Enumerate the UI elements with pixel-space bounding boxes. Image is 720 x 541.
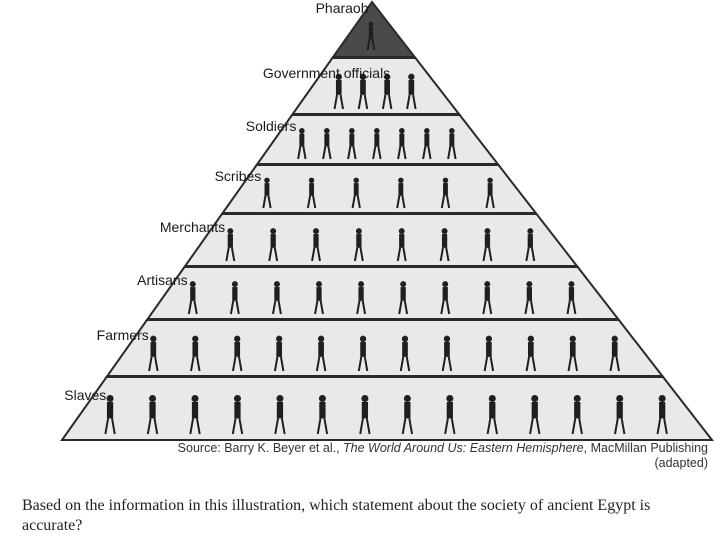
- figure-icon: [189, 394, 201, 435]
- figure-icon: [272, 281, 282, 315]
- figure-icon: [567, 335, 579, 372]
- figure-icon: [614, 394, 626, 435]
- figure-icon: [231, 394, 244, 435]
- figure-icon: [406, 73, 417, 110]
- tier-label-slaves: Slaves: [64, 386, 107, 403]
- figure-icon: [316, 394, 329, 435]
- figure-icon: [268, 228, 279, 262]
- tier-label-government-officials: Government officials: [262, 64, 391, 81]
- figure-icon: [440, 281, 451, 315]
- tier-band-merchants: [182, 213, 580, 268]
- figure-icon: [372, 127, 382, 160]
- source-suffix: , MacMillan Publishing: [583, 441, 708, 455]
- figure-icon: [306, 177, 317, 209]
- tier-label-farmers: Farmers: [96, 326, 149, 343]
- figure-icon: [315, 335, 327, 372]
- figure-icon: [524, 281, 535, 315]
- figure-icon: [440, 177, 451, 209]
- figure-icon: [529, 394, 541, 435]
- figure-icon: [146, 394, 159, 435]
- figure-icon: [482, 281, 493, 315]
- figure-icon: [525, 228, 536, 262]
- figure-icon: [399, 335, 411, 372]
- tier-band-farmers: [104, 319, 666, 378]
- figure-icon: [441, 335, 453, 372]
- figure-icon: [322, 127, 332, 160]
- figure-icon: [311, 228, 321, 262]
- source-title: The World Around Us: Eastern Hemisphere: [343, 441, 584, 455]
- figure-icon: [401, 394, 414, 435]
- tier-label-artisans: Artisans: [137, 271, 188, 288]
- figure-icon: [347, 127, 357, 160]
- figure-icon: [485, 177, 495, 209]
- figure-icon: [656, 394, 668, 435]
- figure-icon: [356, 281, 367, 315]
- figure-icon: [273, 335, 285, 372]
- tier-label-scribes: Scribes: [214, 167, 262, 184]
- figure-icon: [187, 281, 198, 315]
- figure-icon: [486, 394, 498, 435]
- figure-icon: [398, 281, 409, 315]
- figure-icon: [571, 394, 583, 435]
- figure-icon: [422, 127, 432, 160]
- figure-icon: [483, 335, 495, 372]
- figure-icon: [525, 335, 537, 372]
- source-prefix: Source: Barry K. Beyer et al.,: [177, 441, 344, 455]
- figure-icon: [482, 228, 493, 262]
- figure-icon: [396, 177, 406, 209]
- figure-icon: [444, 394, 456, 435]
- figure-icon: [381, 73, 393, 110]
- figure-icon: [148, 335, 159, 372]
- tier-band-slaves: [60, 376, 715, 441]
- figure-icon: [447, 127, 457, 160]
- figure-icon: [353, 228, 364, 262]
- figure-icon: [359, 394, 371, 435]
- tier-band-artisans: [144, 266, 621, 321]
- tier-label-merchants: Merchants: [159, 218, 226, 235]
- pyramid-tiers: [60, 0, 715, 441]
- figure-icon: [297, 127, 307, 160]
- figure-icon: [566, 281, 577, 315]
- figure-icon: [274, 394, 286, 435]
- tier-label-pharaoh: Pharaoh: [315, 0, 369, 16]
- figure-icon: [104, 394, 116, 435]
- figure-icon: [333, 73, 345, 110]
- figure-icon: [229, 281, 240, 315]
- figure-icon: [225, 228, 236, 262]
- tier-label-soldiers: Soldiers: [245, 118, 297, 134]
- question-text: Based on the information in this illustr…: [22, 497, 651, 534]
- figure-icon: [366, 22, 376, 51]
- source-citation: Source: Barry K. Beyer et al., The World…: [60, 441, 708, 471]
- figure-icon: [439, 228, 450, 262]
- pyramid-figures: [104, 22, 668, 435]
- figure-icon: [190, 335, 201, 372]
- figure-icon: [609, 335, 620, 372]
- figure-icon: [232, 335, 243, 372]
- figure-icon: [396, 228, 407, 262]
- figure-icon: [314, 281, 324, 315]
- figure-icon: [357, 335, 369, 372]
- social-pyramid-diagram: [60, 0, 715, 441]
- source-note: (adapted): [654, 456, 708, 470]
- figure-icon: [397, 127, 407, 160]
- figure-icon: [351, 177, 361, 209]
- figure-icon: [262, 177, 272, 209]
- figure-icon: [357, 73, 369, 110]
